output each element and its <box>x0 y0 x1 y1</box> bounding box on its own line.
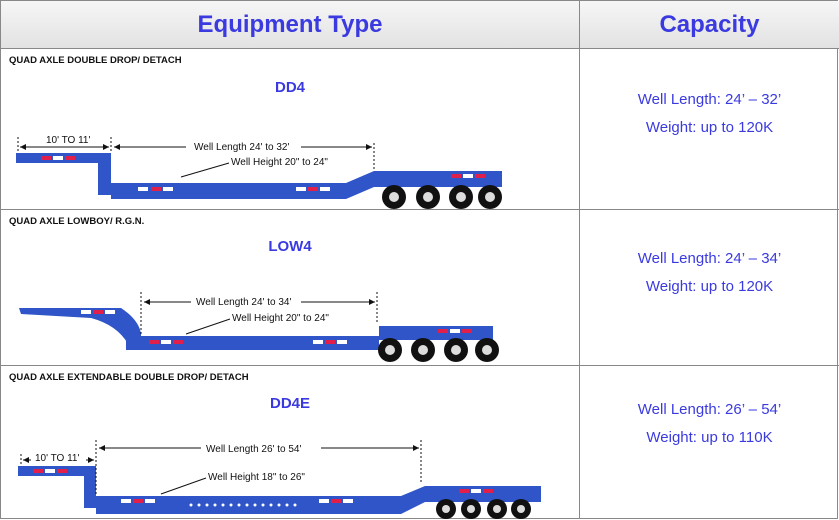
capacity-length: Well Length: 24’ – 34’ <box>637 250 782 267</box>
capacity-weight: Weight: up to 110K <box>646 429 773 446</box>
gooseneck-drop <box>84 476 96 508</box>
dd4e-trailer-diagram: 10' TO 11' Well Length 26' to 54' Well H… <box>18 440 541 519</box>
extension-holes <box>189 503 297 507</box>
capacity-header: Capacity <box>580 1 839 49</box>
deck-length-label: 10' TO 11' <box>35 453 79 464</box>
capacity-cell: Well Length: 26’ – 54’ Weight: up to 110… <box>580 366 839 519</box>
well-deck <box>126 336 379 350</box>
table-row-dd4: QUAD AXLE DOUBLE DROP/ DETACH DD4 <box>1 49 839 210</box>
rear-deck <box>374 171 502 187</box>
well-height-label: Well Height 20" to 24" <box>232 313 329 324</box>
capacity-length: Well Length: 26’ – 54’ <box>637 401 782 418</box>
well-length-label: Well Length 24' to 32' <box>194 142 289 153</box>
equipment-type-header: Equipment Type <box>1 1 580 49</box>
gooseneck-deck <box>19 308 141 350</box>
table-row-dd4e: QUAD AXLE EXTENDABLE DOUBLE DROP/ DETACH… <box>1 366 839 519</box>
wheels <box>436 499 531 519</box>
capacity-weight: Weight: up to 120K <box>645 119 774 136</box>
dd4-trailer-diagram: 10' TO 11' Well Length 24' to 32' Well H… <box>16 133 502 209</box>
row-title: QUAD AXLE LOWBOY/ R.G.N. <box>9 216 145 227</box>
deck-length-label: 10' TO 11' <box>46 135 90 146</box>
well-deck <box>96 486 425 514</box>
table-row-low4: QUAD AXLE LOWBOY/ R.G.N. LOW4 <box>1 210 839 366</box>
wheels <box>382 185 502 209</box>
capacity-cell: Well Length: 24’ – 34’ Weight: up to 120… <box>580 210 839 365</box>
rear-deck <box>379 326 493 340</box>
equipment-cell: QUAD AXLE LOWBOY/ R.G.N. LOW4 <box>1 210 580 365</box>
reflectors <box>41 156 485 191</box>
equipment-code: DD4 <box>274 79 305 96</box>
row-title: QUAD AXLE EXTENDABLE DOUBLE DROP/ DETACH <box>9 372 249 383</box>
reflectors <box>81 310 472 344</box>
well-deck <box>111 171 374 199</box>
low4-trailer-diagram: Well Length 24' to 34' Well Height 20" t… <box>19 292 499 362</box>
capacity-length: Well Length: 24’ – 32’ <box>637 91 782 108</box>
equipment-code: LOW4 <box>268 238 312 255</box>
capacity-weight: Weight: up to 120K <box>645 278 774 295</box>
reflectors <box>33 469 493 503</box>
wheels <box>378 338 499 362</box>
equipment-cell: QUAD AXLE EXTENDABLE DOUBLE DROP/ DETACH… <box>1 366 580 519</box>
capacity-cell: Well Length: 24’ – 32’ Weight: up to 120… <box>580 49 839 209</box>
rear-deck <box>425 486 541 502</box>
well-length-label: Well Length 26' to 54' <box>206 444 301 455</box>
row-title: QUAD AXLE DOUBLE DROP/ DETACH <box>9 55 182 66</box>
well-length-label: Well Length 24' to 34' <box>196 297 291 308</box>
equipment-cell: QUAD AXLE DOUBLE DROP/ DETACH DD4 <box>1 49 580 209</box>
gooseneck-deck <box>16 153 111 163</box>
gooseneck-drop <box>98 163 111 195</box>
well-height-label: Well Height 20" to 24" <box>231 157 328 168</box>
equipment-code: DD4E <box>269 395 310 412</box>
well-height-label: Well Height 18" to 26" <box>208 472 305 483</box>
